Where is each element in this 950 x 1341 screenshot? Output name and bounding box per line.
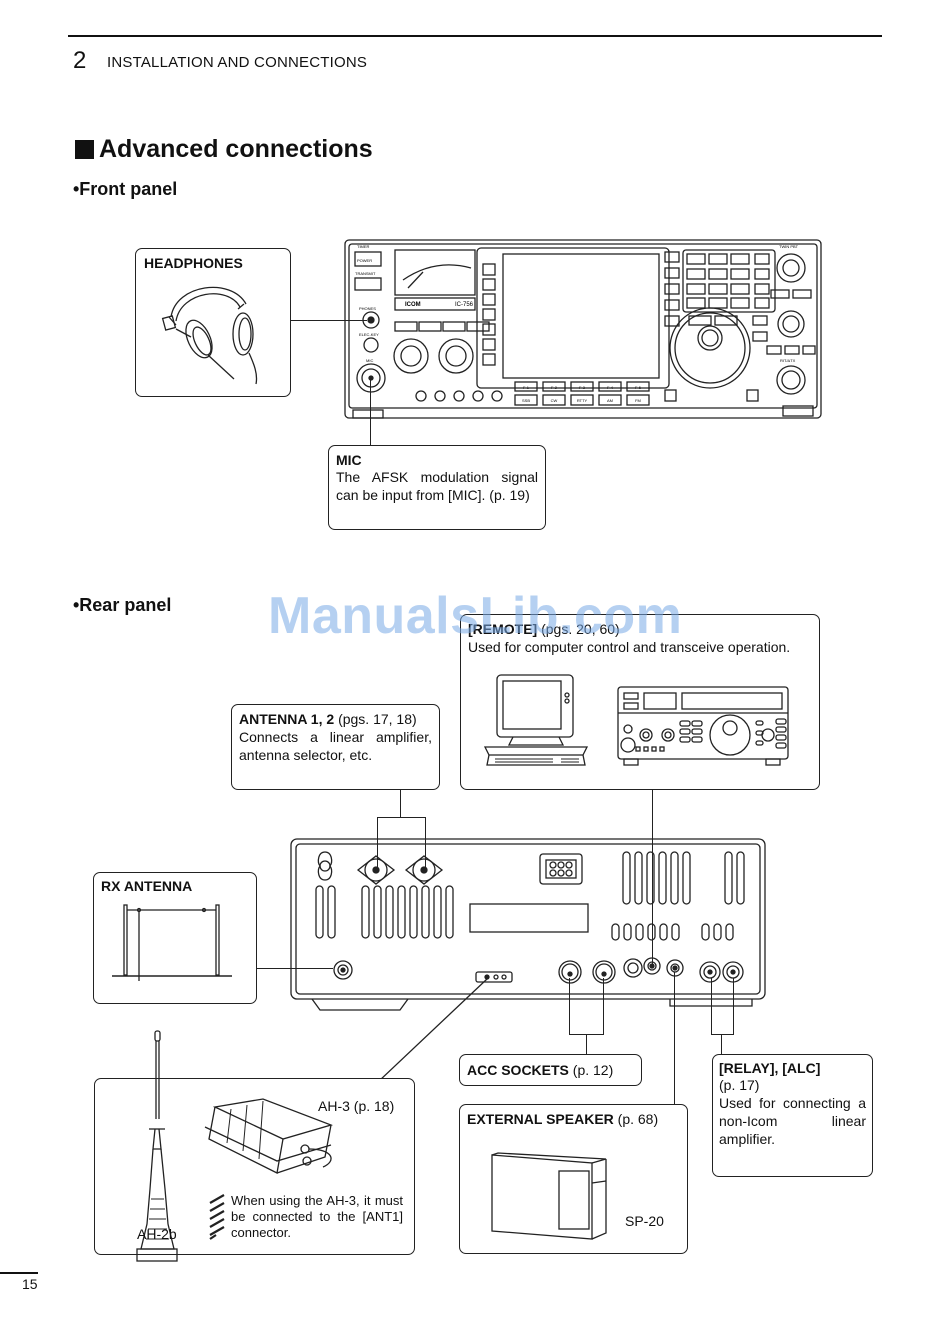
whip-antenna-model: AH-2b	[137, 1226, 177, 1242]
header-rule	[68, 35, 882, 37]
f-key-label: F-1	[523, 385, 530, 390]
transceiver-front-illustration: ICOM IC-756 POWER TIMER TRANSMIT PHONES …	[344, 239, 822, 419]
acc-sockets-box: ACC SOCKETS (p. 12)	[459, 1054, 642, 1086]
front-panel-subtitle: •Front panel	[73, 179, 178, 199]
relay-leader-line	[721, 1034, 723, 1054]
antenna-leader-line	[377, 817, 379, 867]
tuner-model: AH-3 (p. 18)	[318, 1098, 395, 1114]
rx-antenna-leader-line	[257, 968, 333, 970]
antenna-leader-line	[377, 817, 425, 819]
acc-sockets-pages: (p. 12)	[572, 1062, 614, 1078]
antenna-pages: (pgs. 17, 18)	[338, 711, 417, 727]
remote-title: [REMOTE]	[468, 621, 538, 637]
f-key-label: F-5	[635, 385, 642, 390]
relay-alc-description: Used for connecting a non-Icom linear am…	[719, 1095, 866, 1147]
acc-leader-line	[569, 978, 571, 1034]
antenna-box: ANTENNA 1, 2 (pgs. 17, 18) Connects a li…	[231, 704, 440, 790]
whip-antenna-icon	[136, 1030, 178, 1262]
radio-power-label: POWER	[357, 258, 372, 263]
radio-transmit-label: TRANSMIT	[355, 271, 376, 276]
speaker-model: SP-20	[625, 1213, 664, 1229]
black-square-icon	[75, 140, 94, 159]
mic-box: MIC The AFSK modulation signal can be in…	[328, 445, 546, 530]
mic-description: The AFSK modulation signal can be input …	[336, 469, 538, 503]
section-title: Advanced connections	[75, 135, 373, 164]
headphones-title: HEADPHONES	[144, 255, 243, 271]
antenna-leader-line	[400, 790, 402, 818]
tuner-note: When using the AH-3, it must be connecte…	[231, 1193, 403, 1240]
headphones-leader-line	[291, 320, 367, 322]
rear-panel-subtitle: •Rear panel	[73, 595, 172, 615]
speaker-leader-line	[674, 972, 676, 1105]
radio-rit-label: RIT/ΔTX	[780, 358, 796, 363]
tuner-leader-line	[378, 978, 488, 1082]
relay-leader-line	[711, 1034, 734, 1036]
chapter-number: 2	[73, 47, 87, 74]
external-speaker-title: EXTERNAL SPEAKER	[467, 1111, 614, 1127]
radio-timer-label: TIMER	[357, 244, 370, 249]
external-speaker-box: EXTERNAL SPEAKER (p. 68) SP-20	[459, 1104, 688, 1254]
antenna-leader-line	[425, 817, 427, 867]
page-number-rule	[0, 1272, 38, 1274]
computer-icon	[483, 674, 589, 766]
remote-leader-line	[652, 790, 654, 966]
acc-leader-line	[603, 978, 605, 1034]
relay-leader-line	[733, 978, 735, 1034]
radio-mic-label: MIC	[366, 358, 373, 363]
mode-key-label: AM	[607, 398, 613, 403]
radio-phones-label: PHONES	[359, 306, 376, 311]
page-number: 15	[22, 1276, 38, 1292]
note-hatch-icon	[209, 1194, 225, 1240]
transceiver-rear-illustration	[290, 838, 766, 1011]
rx-antenna-box: RX ANTENNA	[93, 872, 257, 1004]
external-speaker-pages: (p. 68)	[617, 1111, 659, 1127]
remote-description: Used for computer control and transceive…	[468, 639, 791, 655]
relay-leader-line	[711, 978, 713, 1034]
section-title-text: Advanced connections	[99, 135, 373, 163]
rx-antenna-title: RX ANTENNA	[101, 878, 193, 894]
chapter-title: INSTALLATION AND CONNECTIONS	[107, 54, 368, 71]
speaker-icon	[491, 1152, 607, 1240]
tuner-box: AH-3 (p. 18) AH-2b When using the AH-3, …	[94, 1030, 415, 1262]
antenna-title: ANTENNA 1, 2	[239, 711, 335, 727]
mic-title: MIC	[336, 452, 362, 468]
acc-sockets-title: ACC SOCKETS	[467, 1062, 569, 1078]
headphones-box: HEADPHONES	[135, 248, 291, 397]
mode-key-label: CW	[551, 398, 558, 403]
remote-box: [REMOTE] (pgs. 20, 60) Used for computer…	[460, 614, 820, 790]
f-key-label: F-2	[551, 385, 558, 390]
f-key-label: F-4	[607, 385, 614, 390]
antenna-tuner-icon	[204, 1098, 334, 1174]
remote-pages: (pgs. 20, 60)	[541, 621, 620, 637]
radio-twin-pbt-label: TWIN PBT	[779, 244, 799, 249]
relay-alc-pages: (p. 17)	[719, 1077, 760, 1093]
transceiver-icon	[617, 686, 789, 766]
f-key-label: F-3	[579, 385, 586, 390]
mic-leader-line	[370, 378, 372, 446]
relay-alc-title: [RELAY], [ALC]	[719, 1060, 821, 1076]
headphones-icon	[161, 286, 258, 385]
relay-alc-box: [RELAY], [ALC] (p. 17) Used for connecti…	[712, 1054, 873, 1177]
mode-key-label: SSB	[522, 398, 530, 403]
mode-key-label: FM	[635, 398, 641, 403]
mode-key-label: RTTY	[577, 398, 588, 403]
rx-antenna-icon	[112, 904, 232, 981]
radio-brand-label: ICOM	[405, 302, 421, 308]
acc-leader-line	[586, 1034, 588, 1054]
antenna-description: Connects a linear amplifier, antenna sel…	[239, 729, 432, 763]
radio-elec-key-label: ELEC-KEY	[359, 332, 379, 337]
radio-model-label: IC-756	[455, 302, 474, 308]
